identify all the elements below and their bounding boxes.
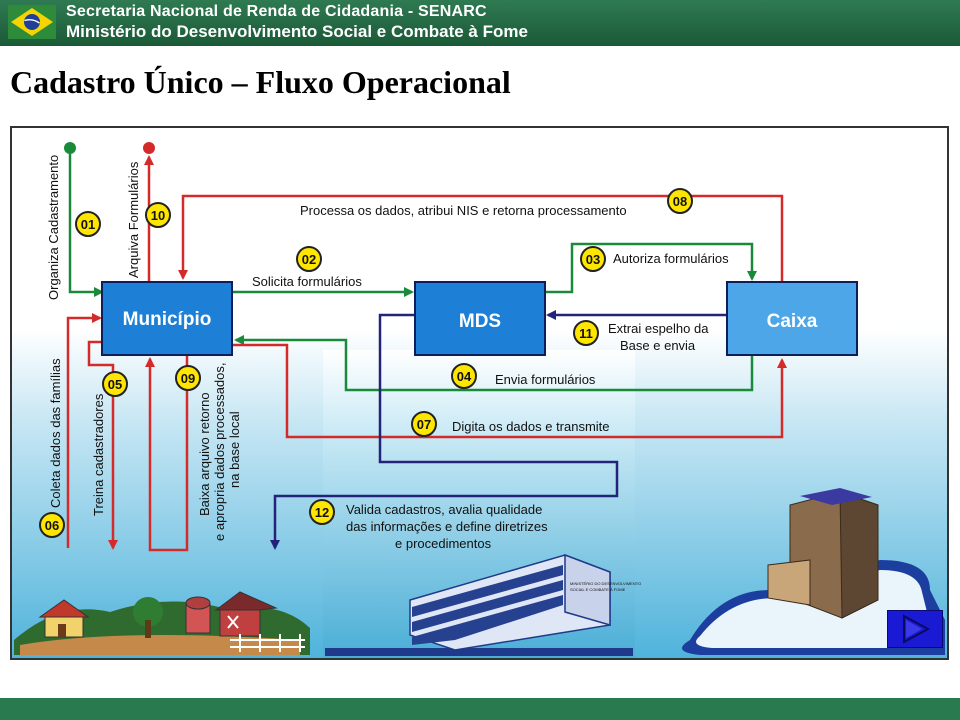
building-sign-line2: SOCIAL E COMBATE À FOME xyxy=(570,587,626,592)
label-12-line3: e procedimentos xyxy=(395,536,492,551)
label-09-line3: na base local xyxy=(227,411,242,488)
arrow-09 xyxy=(145,356,189,552)
badge-01: 01 xyxy=(75,211,101,237)
arrow-06 xyxy=(66,313,102,548)
badge-03: 03 xyxy=(580,246,606,272)
play-triangle-icon xyxy=(903,614,931,644)
badge-10: 10 xyxy=(145,202,171,228)
label-07: Digita os dados e transmite xyxy=(452,419,610,434)
svg-text:12: 12 xyxy=(315,505,329,520)
header-ministerio: Ministério do Desenvolvimento Social e C… xyxy=(66,22,528,41)
svg-text:01: 01 xyxy=(81,217,95,232)
badge-11: 11 xyxy=(573,320,599,346)
badge-08: 08 xyxy=(667,188,693,214)
label-09-line1: Baixa arquivo retorno xyxy=(197,392,212,516)
label-11-line1: Extrai espelho da xyxy=(608,321,709,336)
arrow-12 xyxy=(270,313,619,550)
node-mds[interactable] xyxy=(414,281,546,356)
svg-text:09: 09 xyxy=(181,371,195,386)
badge-12: 12 xyxy=(309,499,335,525)
svg-text:10: 10 xyxy=(151,208,165,223)
badge-09: 09 xyxy=(175,365,201,391)
label-01: Organiza Cadastramento xyxy=(46,155,61,300)
badge-05: 05 xyxy=(102,371,128,397)
svg-text:02: 02 xyxy=(302,252,316,267)
village-illustration xyxy=(14,591,310,655)
arrow-07 xyxy=(232,343,787,439)
next-slide-button[interactable] xyxy=(887,610,943,648)
label-08: Processa os dados, atribui NIS e retorna… xyxy=(300,203,627,218)
svg-text:11: 11 xyxy=(579,326,593,341)
svg-text:06: 06 xyxy=(45,518,59,533)
svg-text:03: 03 xyxy=(586,252,600,267)
start-dot xyxy=(64,142,76,154)
label-12-line1: Valida cadastros, avalia qualidade xyxy=(346,502,542,517)
end-dot xyxy=(143,142,155,154)
arrow-04 xyxy=(234,335,754,392)
brazil-flag-icon xyxy=(8,5,56,39)
label-12-line2: das informações e define diretrizes xyxy=(346,519,548,534)
label-09-line2: e apropria dados processados, xyxy=(212,362,227,541)
label-06: Coleta dados das famílias xyxy=(48,358,63,508)
svg-text:05: 05 xyxy=(108,377,122,392)
node-municipio[interactable] xyxy=(101,281,233,356)
building-sign-line1: MINISTÉRIO DO DESENVOLVIMENTO xyxy=(570,581,641,586)
label-02: Solicita formulários xyxy=(252,274,362,289)
arrow-08 xyxy=(178,194,784,282)
badge-07: 07 xyxy=(411,411,437,437)
header-secretaria: Secretaria Nacional de Renda de Cidadani… xyxy=(66,3,487,20)
node-mds-label: MDS xyxy=(459,311,501,332)
node-municipio-label: Município xyxy=(123,309,212,330)
svg-text:08: 08 xyxy=(673,194,687,209)
svg-text:07: 07 xyxy=(417,417,431,432)
svg-text:04: 04 xyxy=(457,369,472,384)
caixa-tower-illustration xyxy=(682,488,945,655)
header-bar: Secretaria Nacional de Renda de Cidadani… xyxy=(0,0,960,46)
label-11-line2: Base e envia xyxy=(620,338,696,353)
badge-06: 06 xyxy=(39,512,65,538)
arrow-03 xyxy=(546,242,757,294)
badge-04: 04 xyxy=(451,363,477,389)
node-caixa[interactable] xyxy=(726,281,858,356)
mds-building-illustration: MINISTÉRIO DO DESENVOLVIMENTO SOCIAL E C… xyxy=(325,553,641,656)
arrow-01 xyxy=(68,154,104,297)
arrow-05 xyxy=(87,340,118,550)
label-05: Treina cadastradores xyxy=(91,393,106,516)
badge-02: 02 xyxy=(296,246,322,272)
label-03: Autoriza formulários xyxy=(613,251,729,266)
label-04: Envia formulários xyxy=(495,372,596,387)
label-10: Arquiva Formulários xyxy=(126,161,141,278)
node-caixa-label: Caixa xyxy=(767,311,818,332)
page-title: Cadastro Único – Fluxo Operacional xyxy=(10,64,511,100)
footer-bar xyxy=(0,698,960,720)
